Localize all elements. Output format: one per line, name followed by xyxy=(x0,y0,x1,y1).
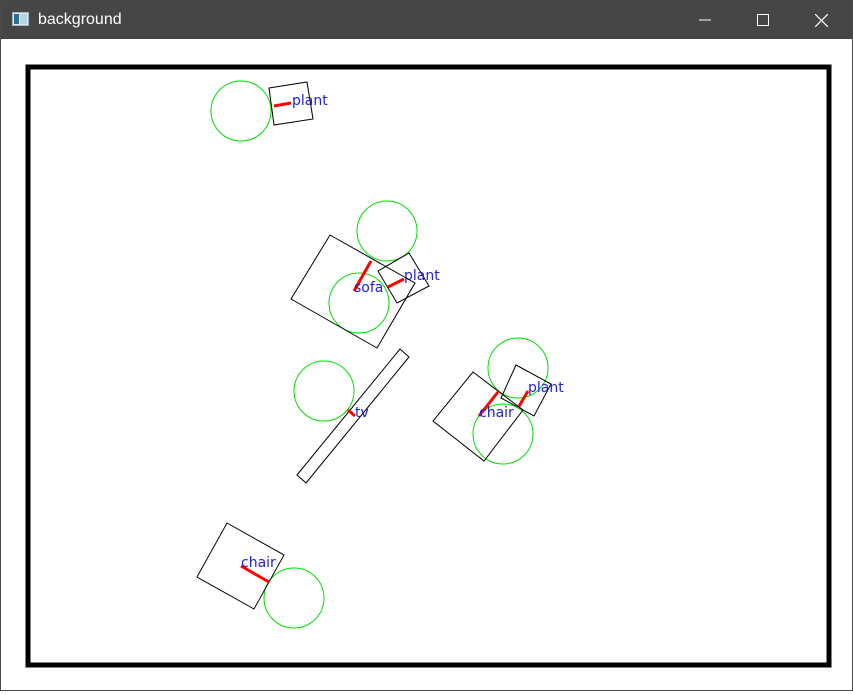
window-title: background xyxy=(38,11,122,28)
maximize-button[interactable] xyxy=(734,1,792,39)
object-box xyxy=(377,252,430,304)
object-label: sofa xyxy=(354,280,383,296)
title-bar[interactable]: background xyxy=(1,1,852,39)
direction-line xyxy=(387,277,405,289)
clearance-circle xyxy=(293,360,355,422)
furniture-sofa: sofa xyxy=(290,234,416,349)
object-label: chair xyxy=(241,555,276,571)
object-box xyxy=(500,364,552,417)
clearance-circle xyxy=(487,337,549,399)
furniture-plant-3: plant xyxy=(487,337,564,417)
direction-line xyxy=(347,408,356,418)
close-icon xyxy=(814,13,828,27)
furniture-chair-2: chair xyxy=(196,522,325,629)
object-label: plant xyxy=(404,268,440,284)
object-box xyxy=(296,348,410,484)
direction-line xyxy=(240,564,270,584)
object-box xyxy=(268,81,314,126)
clearance-circle xyxy=(472,403,534,465)
room-boundary xyxy=(25,64,832,668)
close-button[interactable] xyxy=(792,1,850,39)
minimize-icon xyxy=(699,19,711,21)
furniture-plant-2: plant xyxy=(356,200,440,304)
object-box xyxy=(196,522,285,610)
object-label: plant xyxy=(292,93,328,109)
furniture-tv: tv xyxy=(293,348,410,484)
object-label: plant xyxy=(528,380,564,396)
object-label: chair xyxy=(479,405,514,421)
clearance-circle xyxy=(210,80,272,142)
object-label: tv xyxy=(355,405,369,421)
clearance-circle xyxy=(356,200,418,262)
clearance-circle xyxy=(263,567,325,629)
minimize-button[interactable] xyxy=(676,1,734,39)
direction-line xyxy=(477,391,500,417)
object-box xyxy=(290,234,416,349)
direction-line xyxy=(352,260,373,292)
clearance-circle xyxy=(328,272,390,334)
image-view: plant plant sofa tv xyxy=(1,39,852,690)
maximize-icon xyxy=(757,14,769,26)
direction-line xyxy=(516,390,530,409)
furniture-plant-1: plant xyxy=(210,80,328,142)
app-icon xyxy=(12,12,29,26)
layout-canvas: plant plant sofa tv xyxy=(25,64,832,668)
direction-line xyxy=(273,101,292,108)
object-box xyxy=(432,371,524,462)
furniture-chair-1: chair xyxy=(432,371,534,465)
